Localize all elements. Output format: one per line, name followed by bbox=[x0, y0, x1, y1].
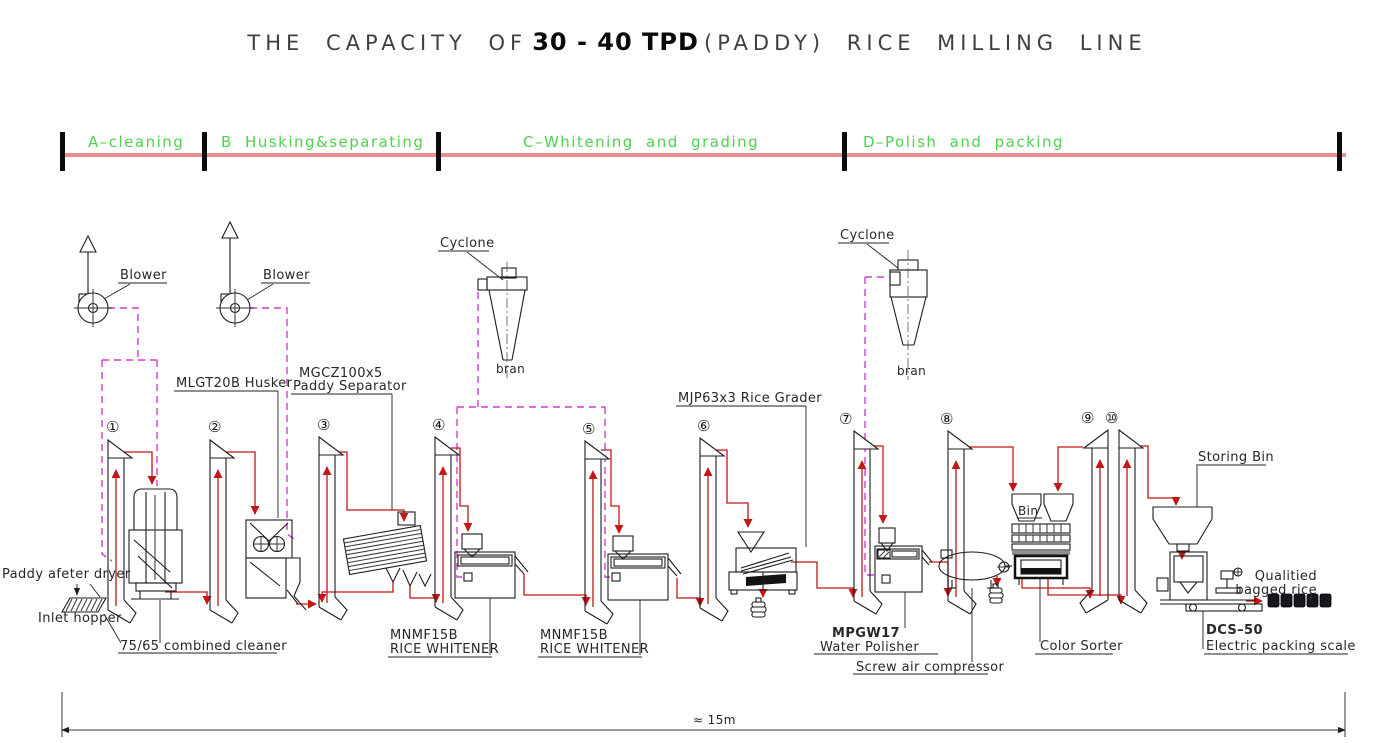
section-divider bbox=[202, 132, 207, 171]
polisher-name-label: Water Polisher bbox=[820, 640, 919, 655]
elevator-6 bbox=[700, 438, 728, 621]
section-label-a: A–cleaning bbox=[88, 133, 185, 151]
section-divider bbox=[1337, 132, 1342, 171]
blower-2: Blower bbox=[216, 220, 310, 327]
bin-label: Bin bbox=[1018, 504, 1038, 518]
stage-number-2: ② bbox=[208, 418, 221, 436]
aspiration-duct-lines bbox=[101, 276, 890, 578]
cyclone-1-bran-label: bran bbox=[496, 362, 525, 376]
separator-label-line1: MGCZ100x5 bbox=[299, 366, 383, 381]
color-sorter-machine: Bin Color Sorter bbox=[997, 493, 1123, 655]
stage-number-5: ⑤ bbox=[582, 420, 595, 438]
elevator-4 bbox=[435, 437, 463, 620]
scale-name-label: Electric packing scale bbox=[1206, 639, 1356, 654]
overall-dimension: ≈ 15m bbox=[61, 692, 1346, 737]
storing-bin-label: Storing Bin bbox=[1198, 450, 1274, 465]
elevator-1 bbox=[108, 440, 136, 623]
section-label-b: B Husking&separating bbox=[221, 133, 425, 151]
stage-number-3: ③ bbox=[317, 416, 330, 434]
stage-number-8: ⑧ bbox=[940, 410, 953, 428]
rice-grader-machine: MJP63x3 Rice Grader bbox=[676, 391, 822, 618]
polisher-model-label: MPGW17 bbox=[832, 626, 900, 641]
blower-1-label: Blower bbox=[120, 268, 167, 283]
inlet-hopper-label: Inlet hopper bbox=[38, 611, 122, 626]
stage-number-6: ⑥ bbox=[697, 417, 710, 435]
scale-model-label: DCS–50 bbox=[1206, 623, 1263, 638]
stage-number-9: ⑨ bbox=[1081, 409, 1094, 427]
cyclone-1: Cyclone bran bbox=[438, 236, 528, 378]
whitener-2-model-label: MNMF15B bbox=[540, 628, 608, 643]
process-flow-lines bbox=[124, 445, 1263, 609]
title-suffix: (PADDY) RICE MILLING LINE bbox=[704, 31, 1147, 55]
title-capacity: 30 - 40 TPD bbox=[532, 28, 699, 56]
blower-2-label: Blower bbox=[263, 268, 310, 283]
stage-number-7: ⑦ bbox=[839, 410, 852, 428]
rice-whitener-1-machine: MNMF15B RICE WHITENER bbox=[388, 533, 529, 658]
cyclone-1-label: Cyclone bbox=[440, 236, 495, 251]
dimension-label: ≈ 15m bbox=[693, 713, 736, 727]
husker-label: MLGT20B Husker bbox=[176, 376, 293, 391]
paddy-after-dryer-label: Paddy afeter dryer bbox=[2, 567, 131, 582]
grader-label: MJP63x3 Rice Grader bbox=[678, 391, 822, 406]
qualitied-label-line2: bagged rice bbox=[1235, 583, 1317, 598]
elevator-2 bbox=[210, 440, 238, 623]
compressor-label: Screw air compressor bbox=[856, 660, 1004, 675]
cyclone-2-bran-label: bran bbox=[897, 364, 926, 378]
elevator-9 bbox=[1080, 430, 1108, 613]
blower-1: Blower bbox=[74, 234, 167, 327]
section-band-line bbox=[62, 153, 1346, 157]
inlet-hopper: Paddy afeter dryer Inlet hopper bbox=[2, 567, 131, 626]
stage-number-1: ① bbox=[106, 418, 119, 436]
color-sorter-label: Color Sorter bbox=[1040, 639, 1123, 654]
stage-number-10: ⑩ bbox=[1105, 409, 1118, 427]
husker-machine: MLGT20B Husker bbox=[174, 376, 307, 611]
bucket-elevators: ① ② ③ ④ ⑤ ⑥ ⑦ ⑧ ⑨ ⑩ bbox=[106, 409, 1147, 624]
paddy-separator-machine: MGCZ100x5 Paddy Separator bbox=[291, 366, 432, 588]
section-divider bbox=[436, 132, 441, 171]
page-title: THE CAPACITY OF 30 - 40 TPD (PADDY) RICE… bbox=[0, 28, 1394, 56]
qualitied-label-line1: Qualitied bbox=[1255, 569, 1317, 584]
title-prefix: THE CAPACITY OF bbox=[247, 31, 528, 55]
elevator-7 bbox=[854, 431, 882, 614]
combined-cleaner-label: 75/65 combined cleaner bbox=[120, 639, 287, 654]
elevator-10 bbox=[1119, 430, 1147, 613]
whitener-1-model-label: MNMF15B bbox=[390, 628, 458, 643]
whitener-1-name-label: RICE WHITENER bbox=[390, 642, 499, 657]
water-polisher-machine: MPGW17 Water Polisher bbox=[814, 527, 938, 655]
section-divider bbox=[842, 132, 847, 171]
storing-bin: Storing Bin bbox=[1152, 450, 1274, 552]
cyclone-2: Cyclone bran bbox=[838, 228, 928, 380]
air-compressor-machine: Screw air compressor bbox=[853, 549, 1012, 675]
cyclone-2-label: Cyclone bbox=[840, 228, 895, 243]
elevator-5 bbox=[585, 441, 613, 624]
whitener-2-name-label: RICE WHITENER bbox=[540, 642, 649, 657]
combined-cleaner-machine: 75/65 combined cleaner bbox=[103, 488, 287, 654]
bagged-rice: Qualitied bagged rice bbox=[1235, 569, 1332, 608]
rice-whitener-2-machine: MNMF15B RICE WHITENER bbox=[538, 535, 682, 658]
section-label-c: C–Whitening and grading bbox=[523, 133, 760, 151]
section-label-d: D–Polish and packing bbox=[863, 133, 1064, 151]
separator-label-line2: Paddy Separator bbox=[293, 379, 407, 394]
section-divider bbox=[60, 132, 65, 171]
packing-scale-machine: DCS–50 Electric packing scale bbox=[1156, 551, 1356, 655]
stage-number-4: ④ bbox=[432, 416, 445, 434]
